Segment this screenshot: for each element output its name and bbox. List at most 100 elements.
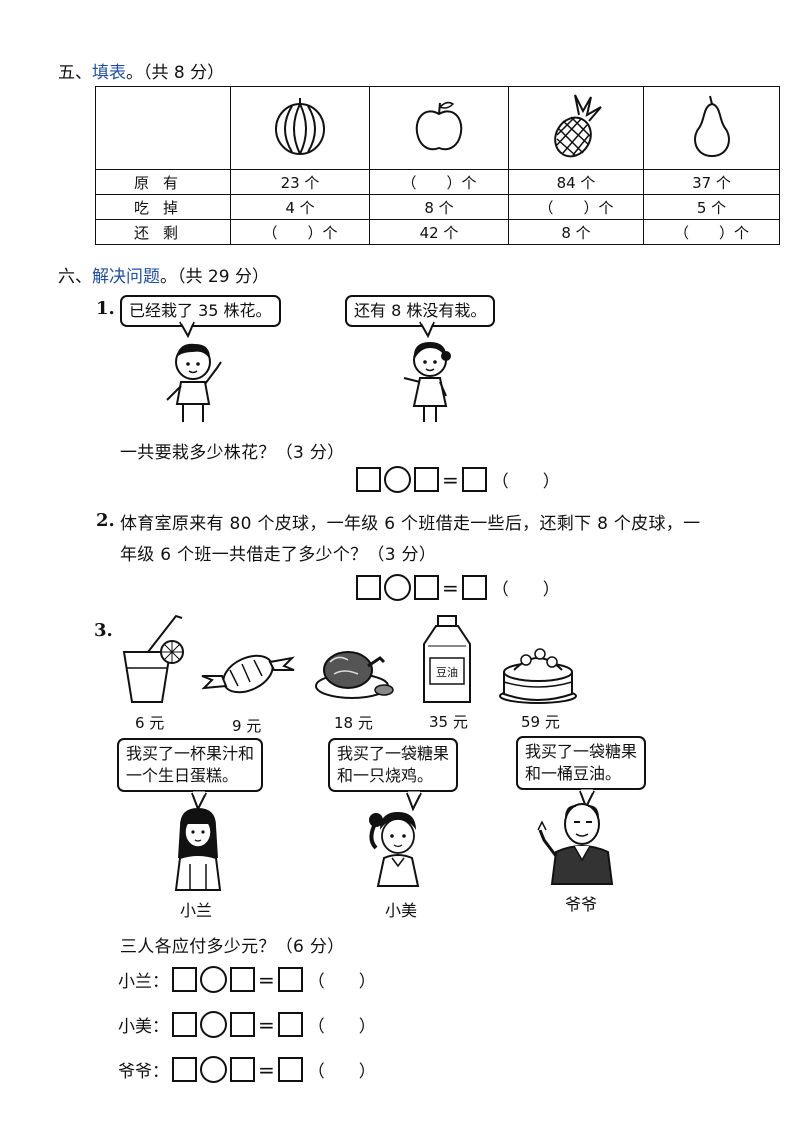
cake-price: 59 元 xyxy=(521,713,560,731)
unit-blank[interactable]: （ ） xyxy=(307,1017,376,1037)
row-label-remaining: 还剩 xyxy=(95,219,231,245)
answer-box[interactable] xyxy=(414,467,439,492)
section-6-heading: 六、解决问题。（共 29 分） xyxy=(58,262,269,287)
answer-box[interactable] xyxy=(356,575,381,600)
answer-box[interactable] xyxy=(277,967,303,992)
operator-circle[interactable] xyxy=(200,1011,227,1038)
grandpa-speech-line2: 和一桶豆油。 xyxy=(525,764,622,783)
q3-answer-row-grandpa: 爷爷： = （ ） xyxy=(118,1056,376,1083)
answer-box[interactable] xyxy=(230,967,255,992)
table-cell-blank[interactable]: （ ）个 xyxy=(369,169,509,195)
q2-text-line1: 体育室原来有 80 个皮球，一年级 6 个班借走一些后，还剩下 8 个皮球，一 xyxy=(120,514,701,534)
xiaolan-speech-line1: 我买了一杯果汁和 xyxy=(126,744,255,763)
answer-box[interactable] xyxy=(414,575,439,600)
juice-price: 6 元 xyxy=(135,714,165,732)
xiaolan-name: 小兰 xyxy=(180,901,213,920)
operator-circle[interactable] xyxy=(384,466,411,493)
answer-label-xiaomei: 小美： xyxy=(118,1017,169,1037)
apple-icon xyxy=(415,101,463,151)
unit-blank[interactable]: （ ） xyxy=(491,472,560,492)
pineapple-icon xyxy=(554,94,602,158)
answer-box[interactable] xyxy=(172,967,197,992)
girl-bubble-tail xyxy=(419,320,435,339)
boy-bubble-tail xyxy=(179,320,195,339)
bottle-label: 豆油 xyxy=(436,665,458,679)
pear-icon xyxy=(693,95,730,158)
answer-box[interactable] xyxy=(230,1012,255,1037)
table-cell: 84 个 xyxy=(508,169,644,195)
grandpa-name: 爷爷 xyxy=(565,895,598,914)
row-label-eaten: 吃掉 xyxy=(95,194,231,220)
section-5-heading: 五、填表。（共 8 分） xyxy=(58,58,224,83)
xiaomei-bubble-tail xyxy=(406,791,422,812)
girl-speech-text: 还有 8 株没有栽。 xyxy=(354,301,487,320)
answer-box[interactable] xyxy=(461,467,487,492)
answer-box[interactable] xyxy=(461,575,487,600)
table-cell: 8 个 xyxy=(369,194,509,220)
unit-blank[interactable]: （ ） xyxy=(307,972,376,992)
answer-label-xiaolan: 小兰： xyxy=(118,972,169,992)
unit-blank[interactable]: （ ） xyxy=(491,580,560,600)
pear-cell xyxy=(643,86,780,170)
xiaomei-speech-line2: 和一只烧鸡。 xyxy=(337,766,434,785)
boy-speech-text: 已经栽了 35 株花。 xyxy=(129,301,272,320)
operator-circle[interactable] xyxy=(200,1056,227,1083)
table-cell-blank[interactable]: （ ）个 xyxy=(508,194,644,220)
q2-text-line2: 年级 6 个班一共借走了多少个？（3 分） xyxy=(120,545,437,565)
equals-sign: = xyxy=(442,575,459,600)
xiaolan-speech-bubble: 我买了一杯果汁和 一个生日蛋糕。 xyxy=(117,738,264,792)
equals-sign: = xyxy=(258,967,275,992)
apple-cell xyxy=(369,86,509,170)
table-cell-blank[interactable]: （ ）个 xyxy=(230,219,370,245)
table-cell-blank[interactable]: （ ）个 xyxy=(643,219,780,245)
q1-question: 一共要栽多少株花？（3 分） xyxy=(120,443,345,463)
chicken-price: 18 元 xyxy=(334,714,373,732)
section-6-points: 。（共 29 分） xyxy=(160,267,269,287)
grandpa-speech-bubble: 我买了一袋糖果 和一桶豆油。 xyxy=(516,736,647,790)
soy-sauce-price: 35 元 xyxy=(429,713,468,731)
birthday-cake-icon xyxy=(499,648,577,704)
answer-label-grandpa: 爷爷： xyxy=(118,1062,169,1082)
watermelon-icon xyxy=(275,98,325,155)
section-5-number: 五、 xyxy=(58,63,92,83)
q3-answer-row-xiaomei: 小美： = （ ） xyxy=(118,1011,376,1038)
equals-sign: = xyxy=(258,1057,275,1082)
roast-chicken-icon xyxy=(315,651,394,699)
answer-box[interactable] xyxy=(356,467,381,492)
table-cell: 23 个 xyxy=(230,169,370,195)
q1-number: 1. xyxy=(96,298,115,319)
girl-figure xyxy=(403,342,451,422)
fruit-table: 原有 23 个 （ ）个 84 个 37 个 吃掉 4 个 8 个 （ ）个 5… xyxy=(95,86,780,245)
answer-box[interactable] xyxy=(277,1012,303,1037)
q3-number: 3. xyxy=(94,620,113,641)
table-cell: 4 个 xyxy=(230,194,370,220)
candy-price: 9 元 xyxy=(232,717,262,735)
operator-circle[interactable] xyxy=(384,574,411,601)
boy-speech-bubble: 已经栽了 35 株花。 xyxy=(120,295,281,327)
answer-box[interactable] xyxy=(277,1057,303,1082)
answer-box[interactable] xyxy=(230,1057,255,1082)
table-cell: 42 个 xyxy=(369,219,509,245)
operator-circle[interactable] xyxy=(200,966,227,993)
grandpa-speech-line1: 我买了一袋糖果 xyxy=(525,742,638,761)
row-label-original: 原有 xyxy=(95,169,231,195)
unit-blank[interactable]: （ ） xyxy=(307,1062,376,1082)
xiaomei-speech-bubble: 我买了一袋糖果 和一只烧鸡。 xyxy=(328,738,459,792)
answer-box[interactable] xyxy=(172,1057,197,1082)
q3-question: 三人各应付多少元？（6 分） xyxy=(120,937,345,957)
fruit-icon-row xyxy=(95,86,780,170)
table-row: 吃掉 4 个 8 个 （ ）个 5 个 xyxy=(95,194,780,220)
answer-box[interactable] xyxy=(172,1012,197,1037)
table-corner-cell xyxy=(95,86,231,170)
xiaomei-figure xyxy=(369,812,420,887)
q3-answer-row-xiaolan: 小兰： = （ ） xyxy=(118,966,376,993)
xiaolan-figure xyxy=(174,808,222,891)
section-6-number: 六、 xyxy=(58,267,92,287)
q2-number: 2. xyxy=(96,510,115,531)
section-5-points: 。（共 8 分） xyxy=(126,63,225,83)
table-row: 还剩 （ ）个 42 个 8 个 （ ）个 xyxy=(95,219,780,245)
q1-answer-equation: = （ ） xyxy=(356,466,560,493)
section-5-title: 填表 xyxy=(92,63,126,83)
boy-figure xyxy=(166,343,222,422)
girl-speech-bubble: 还有 8 株没有栽。 xyxy=(345,295,496,327)
